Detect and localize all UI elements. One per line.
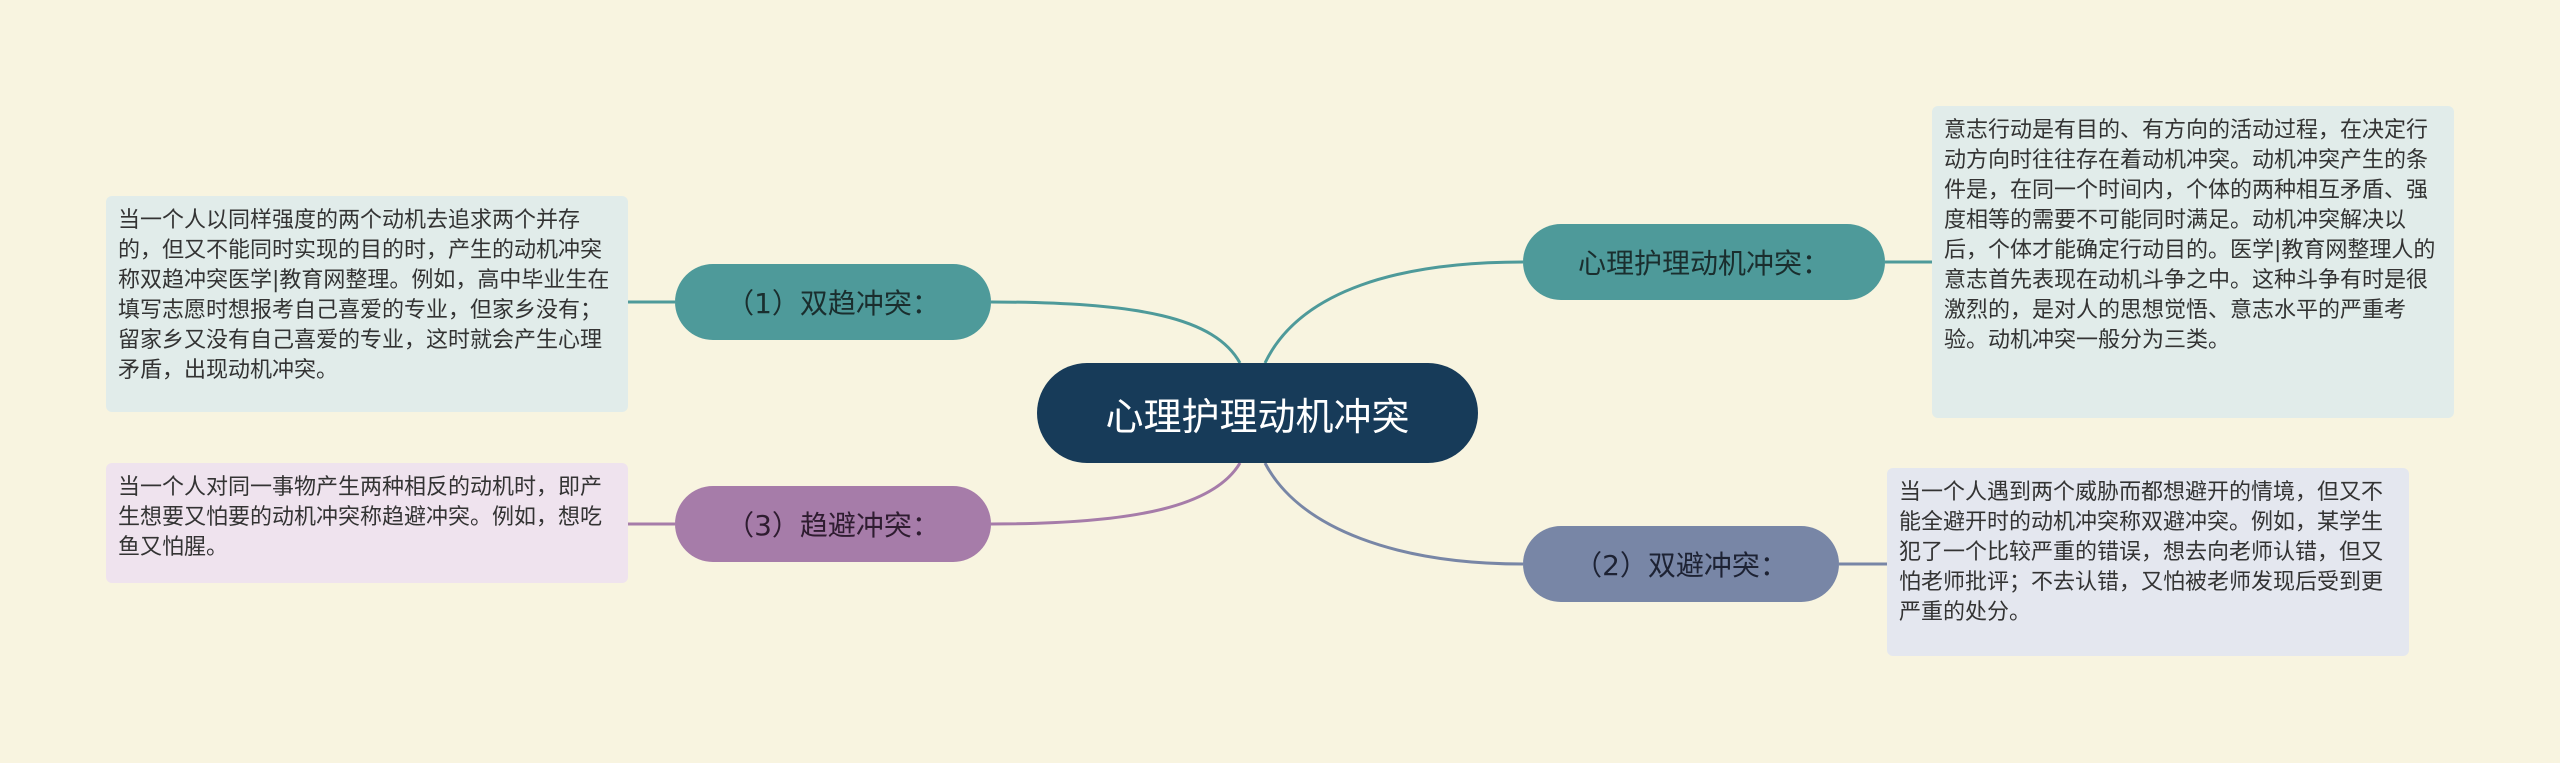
branch-approach-avoidance-conflict[interactable]: （3）趋避冲突： bbox=[675, 486, 991, 562]
root-topic[interactable]: 心理护理动机冲突 bbox=[1037, 363, 1478, 463]
note-avoidance-avoidance-conflict: 当一个人遇到两个威胁而都想避开的情境，但又不能全避开时的动机冲突称双避冲突。例如… bbox=[1887, 468, 2409, 656]
branch-avoidance-avoidance-conflict[interactable]: （2）双避冲突： bbox=[1523, 526, 1839, 602]
connector-root-psych-nursing bbox=[1263, 260, 1524, 364]
branch-approach-approach-conflict[interactable]: （1）双趋冲突： bbox=[675, 264, 991, 340]
connector-root-avoidance-avoidance bbox=[1263, 462, 1524, 566]
note-approach-avoidance-conflict: 当一个人对同一事物产生两种相反的动机时，即产生想要又怕要的动机冲突称趋避冲突。例… bbox=[106, 463, 628, 583]
branch-psych-nursing-motivation-conflict[interactable]: 心理护理动机冲突： bbox=[1523, 224, 1885, 300]
connector-root-approach-approach bbox=[990, 300, 1242, 364]
connector-root-approach-avoidance bbox=[990, 462, 1242, 526]
note-psych-nursing-motivation-conflict: 意志行动是有目的、有方向的活动过程，在决定行动方向时往往存在着动机冲突。动机冲突… bbox=[1932, 106, 2454, 418]
note-approach-approach-conflict: 当一个人以同样强度的两个动机去追求两个并存的，但又不能同时实现的目的时，产生的动… bbox=[106, 196, 628, 412]
